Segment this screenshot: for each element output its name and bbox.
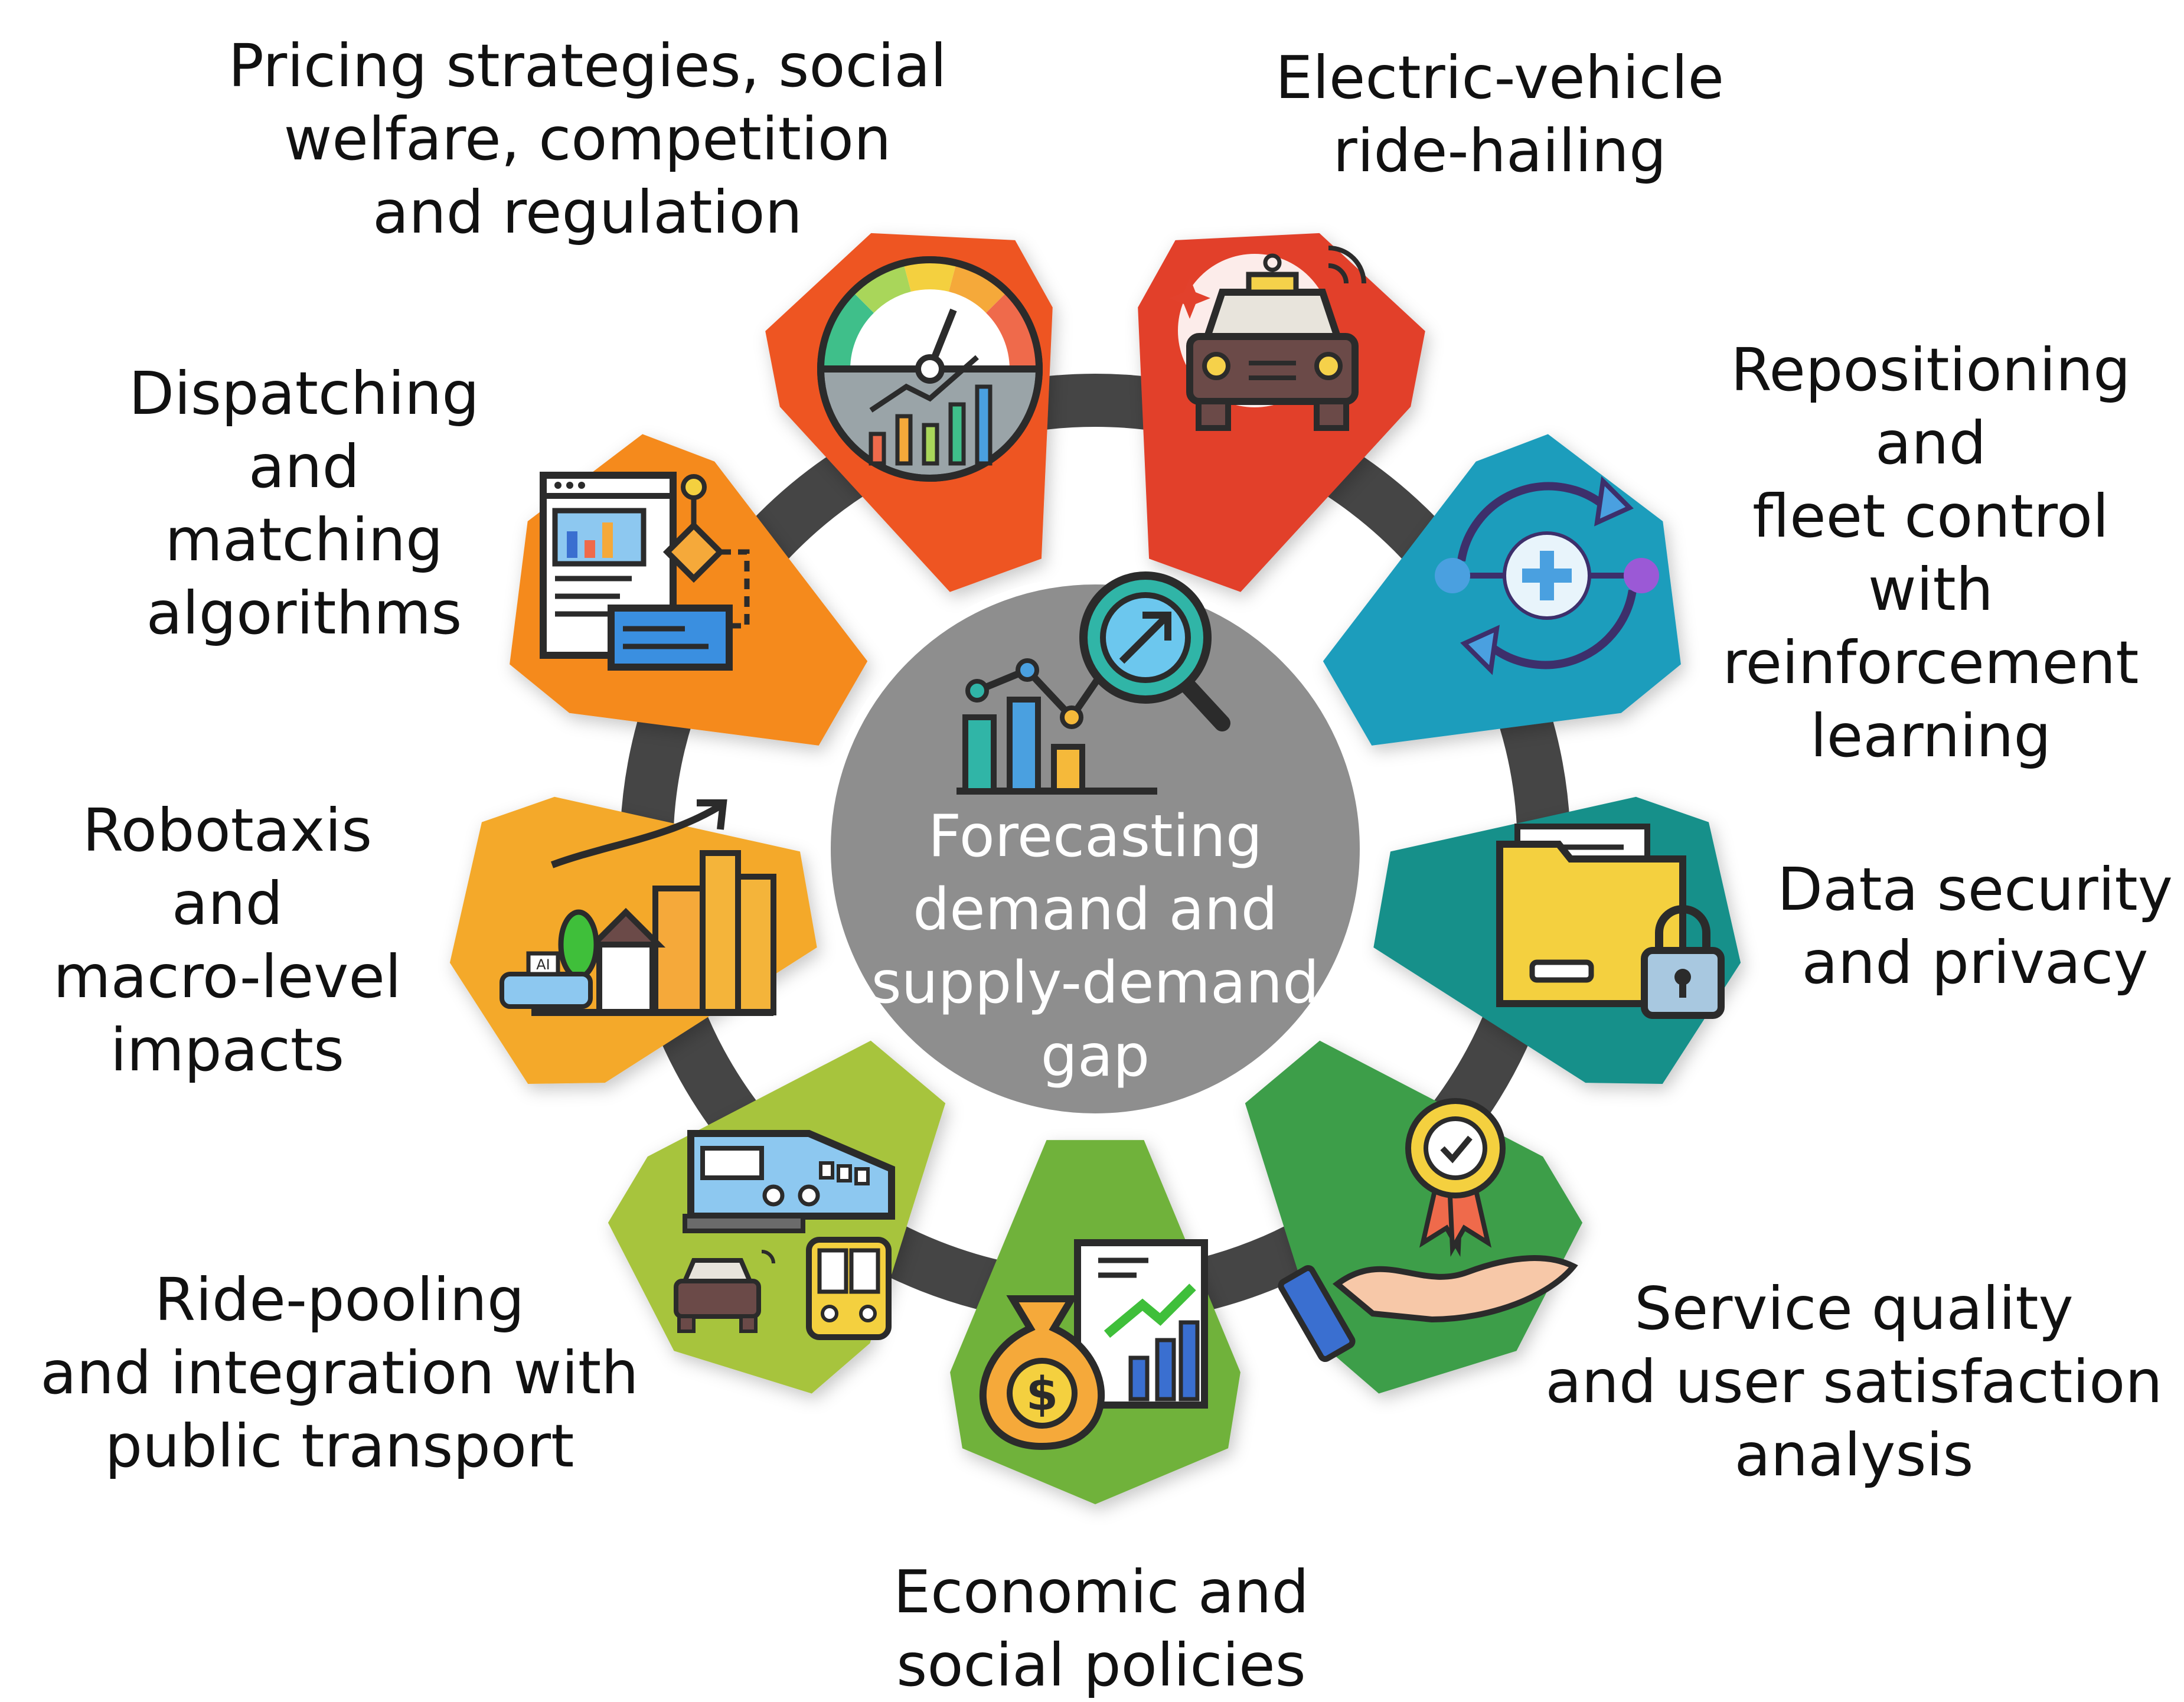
train-bus-car-icon [674,1130,895,1340]
label-service-quality: Service quality and user satisfaction an… [1545,1274,2163,1489]
car-icon [1169,246,1366,431]
label-dispatching: Dispatching and matching algorithms [129,359,479,648]
center-hub [822,571,1368,1122]
segment-repositioning [1323,434,1681,746]
label-repositioning: Repositioning and fleet control with rei… [1722,335,2139,770]
city-growth-icon: AI [500,799,776,1016]
center-label: Forecasting demand and supply-demand gap [871,803,1320,1090]
label-robotaxis: Robotaxis and macro-level impacts [53,796,401,1084]
speedometer-chart-icon [817,256,1043,482]
svg-text:$: $ [1026,1368,1058,1421]
segment-service-quality [1245,1040,1583,1394]
analytics-magnifier-icon [956,571,1230,795]
flowchart-dashboard-icon [540,472,750,671]
label-ride-pooling: Ride-pooling and integration with public… [40,1265,639,1481]
svg-text:AI: AI [536,956,550,973]
label-pricing: Pricing strategies, social welfare, comp… [228,31,947,247]
hand-badge-icon [1278,1098,1578,1363]
cycle-arrows-icon [1435,476,1659,675]
folder-lock-icon [1496,824,1725,1019]
label-data-security: Data security and privacy [1777,855,2173,997]
money-bag-chart-icon: $ [979,1239,1208,1451]
label-ev: Electric-vehicle ride-hailing [1275,43,1725,185]
center-circle [822,576,1368,1122]
label-economic: Economic and social policies [893,1557,1309,1700]
